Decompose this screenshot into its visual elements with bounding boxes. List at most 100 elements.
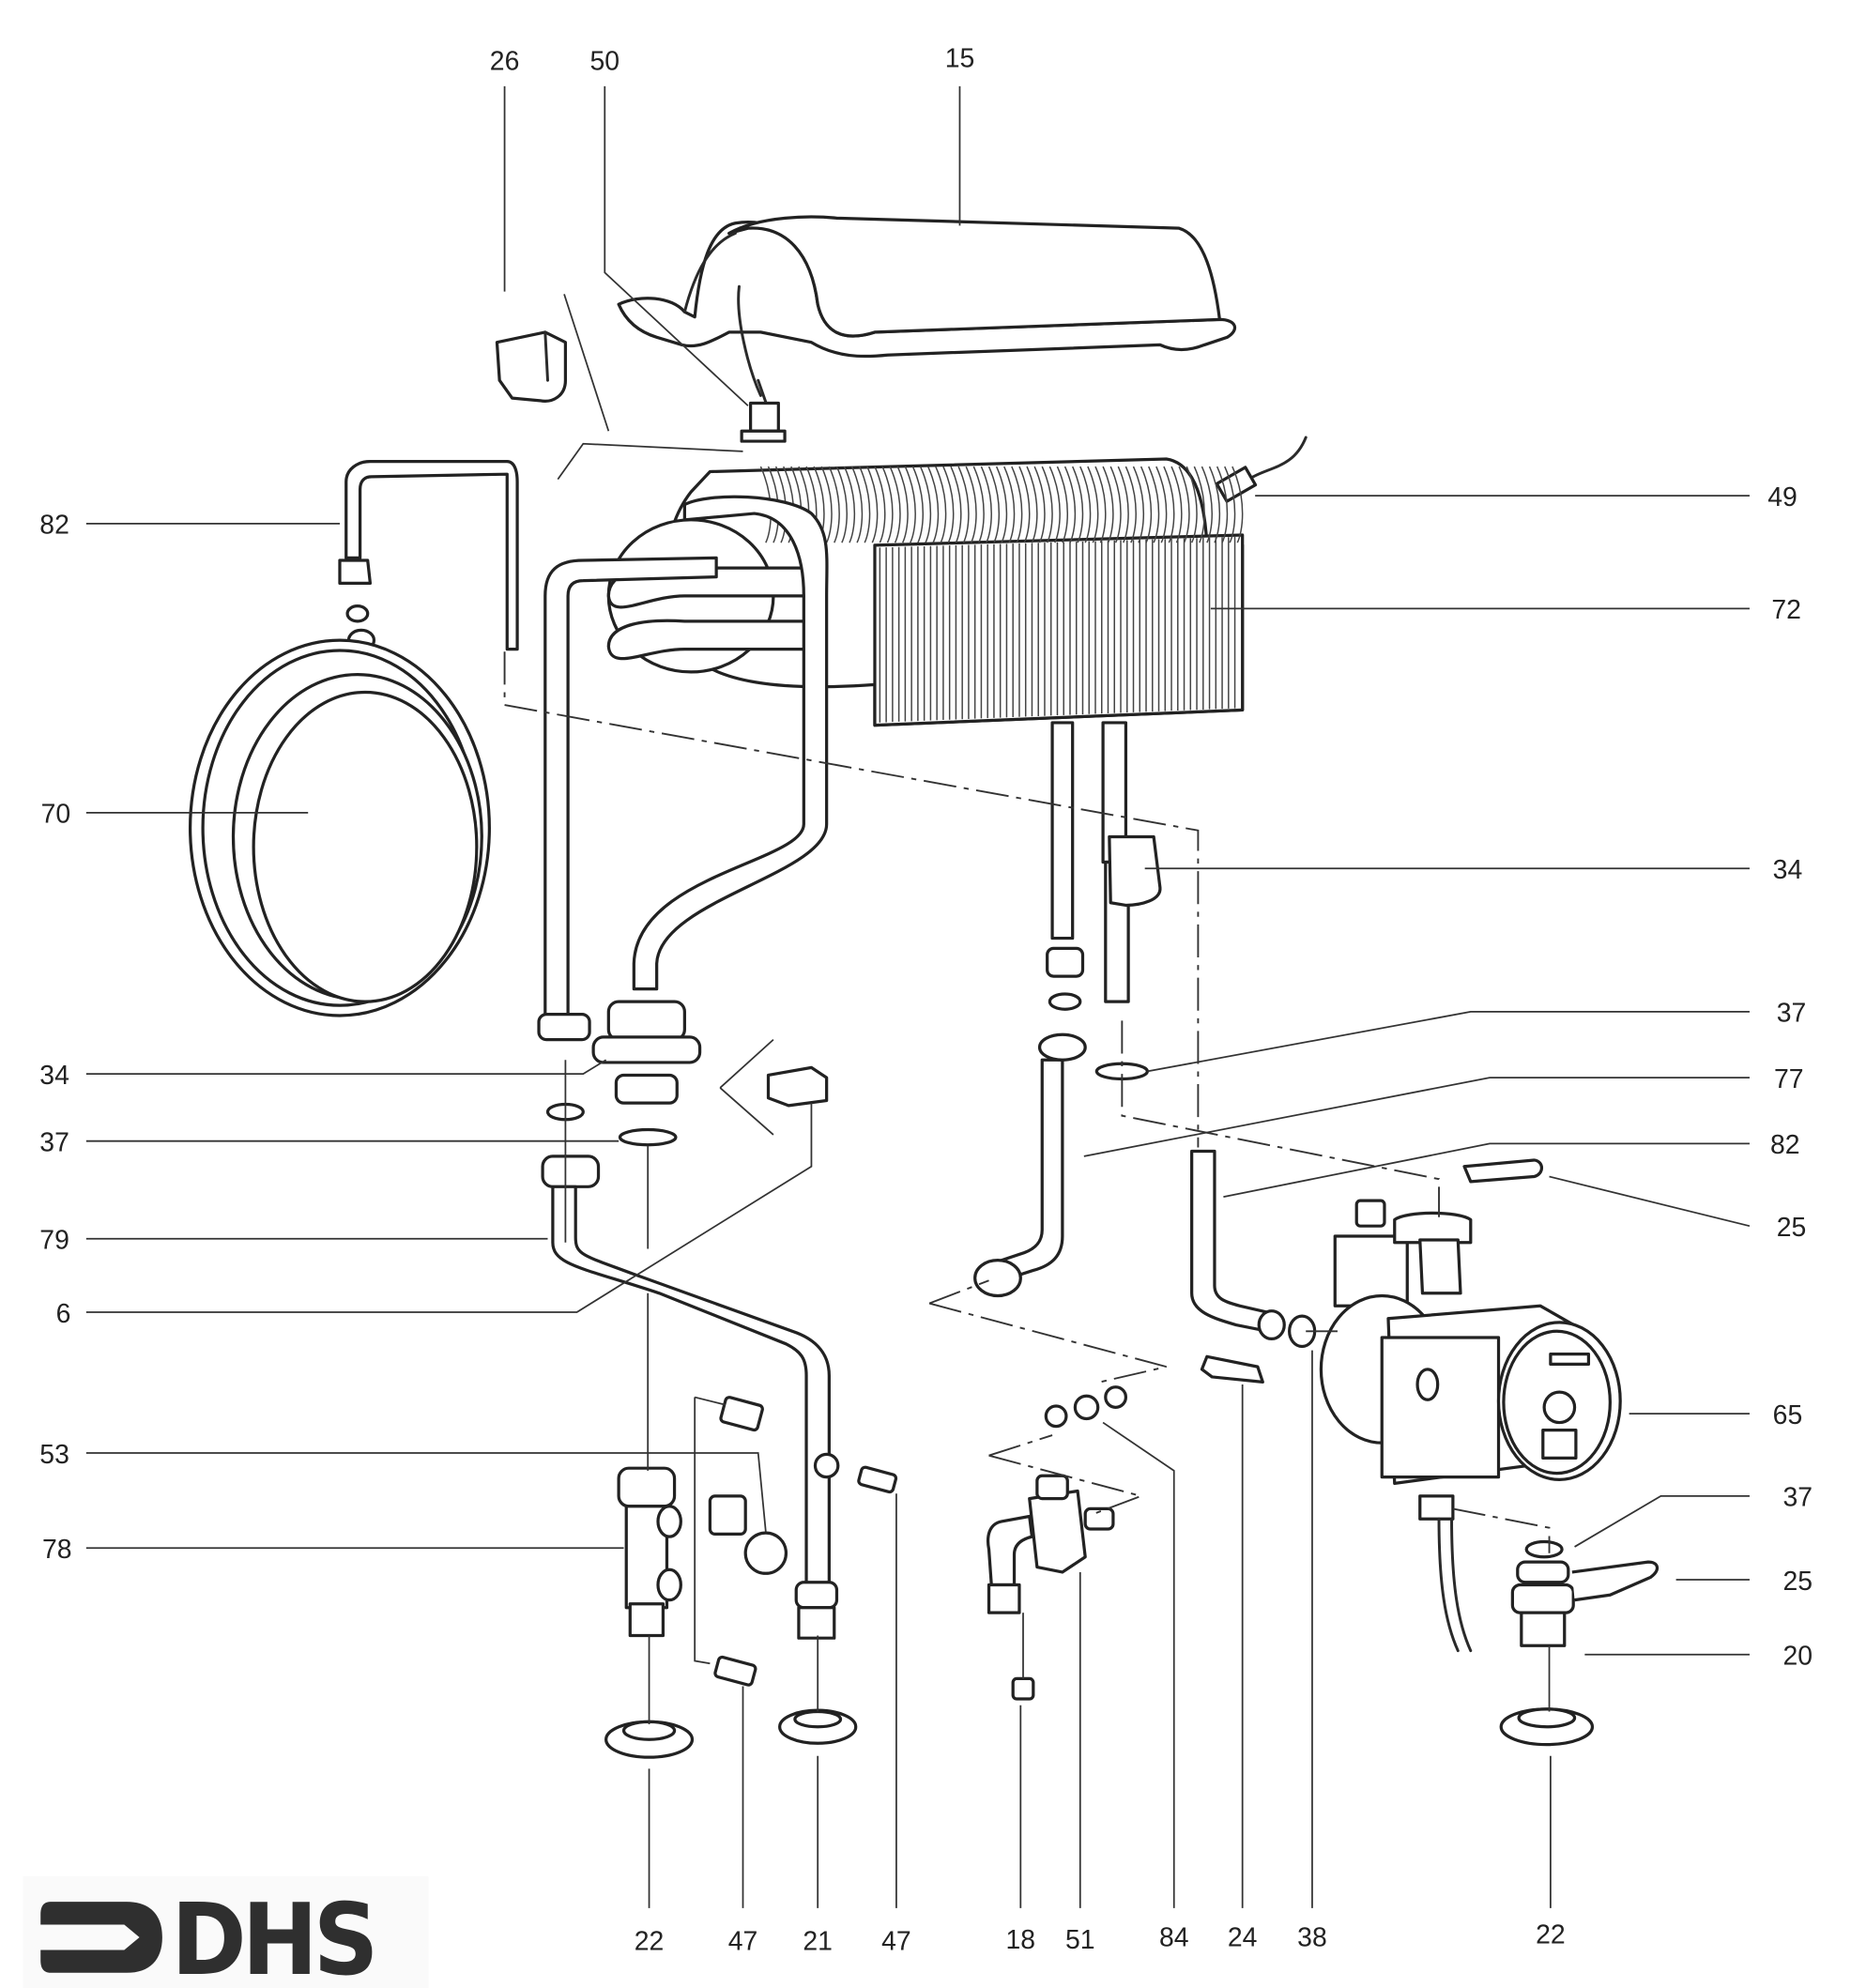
callout-label-78: 78: [42, 1535, 72, 1565]
pipe-77-and-valve: [973, 834, 1162, 1701]
callout-label-37-left: 37: [39, 1127, 69, 1157]
heat-exchanger-fin: [1224, 466, 1236, 543]
heat-exchanger-fin: [866, 466, 879, 543]
callout-label-70: 70: [41, 800, 71, 830]
expansion-vessel: [188, 638, 491, 1017]
heat-exchanger-fin: [1056, 466, 1069, 543]
heat-exchanger-fin: [919, 466, 932, 543]
heat-exchanger-fin: [1201, 466, 1213, 543]
heat-exchanger-fin: [1033, 466, 1046, 543]
heat-exchanger-fin: [859, 466, 871, 543]
heat-exchanger-fin: [850, 466, 864, 543]
heat-exchanger-fin: [1018, 466, 1031, 543]
pipe-82-left: [338, 460, 519, 652]
heat-exchanger-fin: [911, 466, 925, 543]
callout-label-22-right: 22: [1536, 1920, 1566, 1950]
callout-label-21: 21: [803, 1926, 833, 1956]
heat-exchanger-fin: [987, 466, 1001, 543]
heat-exchanger-fin: [980, 466, 992, 543]
pipe-82-right: [1190, 1149, 1544, 1384]
connector-group-left: [537, 1000, 829, 1188]
heat-exchanger-fin: [1063, 466, 1077, 543]
heat-exchanger-fin: [965, 466, 977, 543]
callout-label-77: 77: [1774, 1064, 1804, 1094]
callout-label-53: 53: [39, 1440, 69, 1470]
callout-label-47-left: 47: [728, 1926, 758, 1956]
heat-exchanger-fin: [950, 466, 962, 543]
heat-shield-cover: [617, 215, 1237, 397]
heat-exchanger-fin: [1155, 466, 1168, 543]
callout-label-49: 49: [1767, 482, 1797, 512]
callout-label-84: 84: [1159, 1922, 1189, 1952]
callout-label-26: 26: [490, 46, 520, 76]
heat-exchanger-fin: [874, 466, 886, 543]
heat-exchanger-fin: [1231, 466, 1244, 543]
heat-exchanger-fin: [995, 466, 1008, 543]
callout-label-24: 24: [1228, 1922, 1258, 1952]
heat-exchanger-fin: [1048, 466, 1061, 543]
heat-exchanger-fin: [896, 466, 909, 543]
callout-label-34-right: 34: [1773, 855, 1803, 885]
heat-exchanger-fin: [843, 466, 856, 543]
heat-exchanger-fin: [889, 466, 901, 543]
callout-label-65: 65: [1773, 1400, 1803, 1430]
heat-exchanger-fin: [935, 466, 947, 543]
callout-label-47-right: 47: [881, 1926, 911, 1956]
callout-label-25-bottom: 25: [1782, 1567, 1813, 1597]
heat-exchanger-fin: [904, 466, 916, 543]
heat-exchanger-fin: [1079, 466, 1092, 543]
heat-exchanger-fin: [1094, 466, 1107, 543]
callout-label-38: 38: [1297, 1922, 1327, 1952]
pipe-79: [551, 1185, 831, 1587]
heat-exchanger-fin: [1140, 466, 1153, 543]
callout-label-72: 72: [1771, 595, 1801, 625]
arrow-right-logo-icon: [40, 1902, 162, 1973]
heat-exchanger-fin: [881, 466, 894, 543]
heat-exchanger-fin: [828, 466, 840, 543]
callout-label-25-top: 25: [1777, 1213, 1807, 1243]
heat-exchanger-fin: [1003, 466, 1016, 543]
callout-label-22-left: 22: [635, 1926, 665, 1956]
callout-label-82-right: 82: [1770, 1130, 1800, 1160]
heat-exchanger-fin: [1148, 466, 1160, 543]
heat-exchanger-fin: [820, 466, 833, 543]
heat-exchanger-fin: [1041, 466, 1053, 543]
callout-label-34-left: 34: [39, 1061, 69, 1091]
pump-65: [1319, 1199, 1622, 1653]
heat-exchanger-fin: [1132, 466, 1145, 543]
heat-exchanger-fin: [927, 466, 940, 543]
heat-exchanger-fin: [1186, 466, 1198, 543]
heat-exchanger-fin: [1163, 466, 1175, 543]
callout-leaders: [85, 85, 1751, 1908]
callout-label-37-right-bottom: 37: [1782, 1483, 1813, 1513]
callout-label-79: 79: [39, 1226, 69, 1256]
sensor-49: [1215, 436, 1308, 503]
heat-exchanger-fin: [1216, 466, 1229, 543]
heat-exchanger-fin: [1011, 466, 1023, 543]
heat-exchanger-fin: [1102, 466, 1114, 543]
sensor-50: [740, 378, 787, 443]
heat-exchanger-fin: [942, 466, 955, 543]
callout-labels: 26 50 15 82 70 34 37 79 6 53 78 49 72 34…: [39, 44, 1813, 1957]
heat-exchanger-fin: [1124, 466, 1137, 543]
bottom-fittings: [604, 1452, 1659, 1759]
logo-text: DHS: [171, 1882, 374, 1988]
clip-26: [495, 330, 568, 403]
callout-label-18: 18: [1006, 1925, 1036, 1955]
heat-exchanger-fin: [1117, 466, 1129, 543]
callout-label-6: 6: [56, 1299, 71, 1329]
callout-label-37-right-top: 37: [1777, 999, 1807, 1029]
heat-exchanger-fin: [1072, 466, 1084, 543]
heat-exchanger-fin: [1193, 466, 1205, 543]
dhs-logo: DHS: [23, 1876, 429, 1988]
callout-label-51: 51: [1065, 1925, 1095, 1955]
callout-label-20: 20: [1782, 1642, 1813, 1672]
callout-label-15: 15: [945, 44, 975, 74]
heat-exchanger-fin: [1178, 466, 1190, 543]
heat-exchanger-fin: [835, 466, 848, 543]
manifold-78: [617, 1396, 788, 1687]
assembly-centerlines: [503, 294, 1551, 1725]
callout-label-82-left: 82: [39, 511, 69, 541]
heat-exchanger-fin: [1109, 466, 1122, 543]
